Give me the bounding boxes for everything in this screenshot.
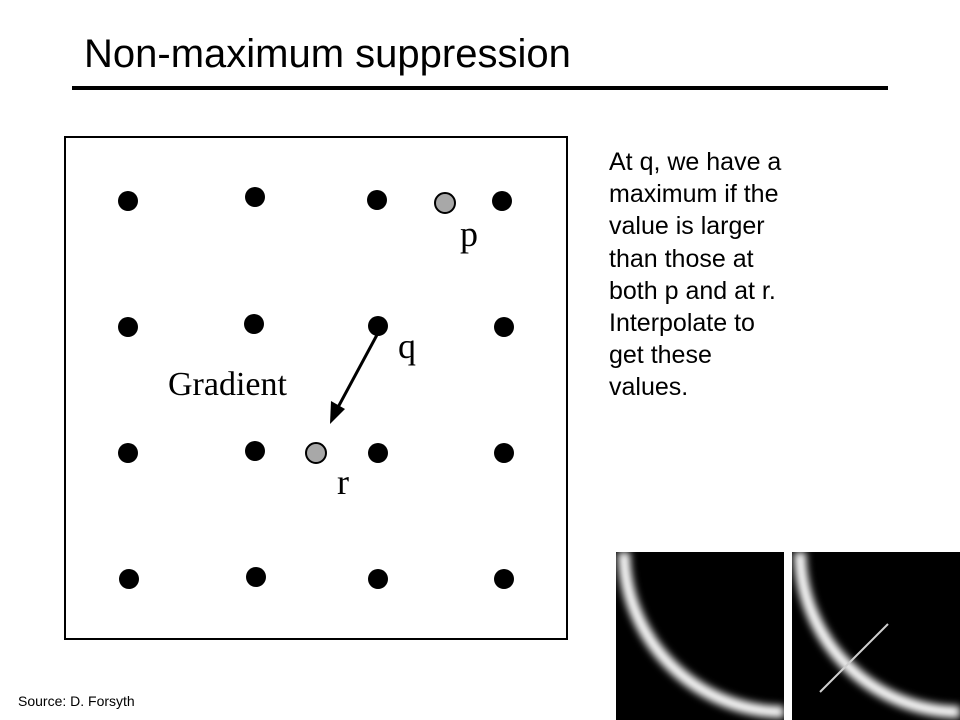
pixel-dot	[368, 443, 388, 463]
pixel-dot	[368, 569, 388, 589]
pixel-dot	[245, 187, 265, 207]
gradient-arrow-head	[330, 401, 345, 424]
explanation-text: At q, we have a maximum if the value is …	[609, 148, 782, 402]
pixel-dot	[119, 569, 139, 589]
pixel-dot	[118, 443, 138, 463]
pixel-dot	[494, 443, 514, 463]
pixel-dot	[494, 317, 514, 337]
interpolated-point-r	[305, 442, 327, 464]
pixel-dot	[492, 191, 512, 211]
label-q: q	[398, 326, 416, 366]
pixel-dot	[494, 569, 514, 589]
slide-title: Non-maximum suppression	[84, 32, 571, 76]
pixel-dot	[118, 317, 138, 337]
pixel-dot	[244, 314, 264, 334]
label-r: r	[337, 462, 349, 502]
pixel-dot	[246, 567, 266, 587]
label-p: p	[460, 214, 478, 254]
pixel-dot	[245, 441, 265, 461]
source-credit: Source: D. Forsyth	[18, 693, 135, 709]
label-gradient: Gradient	[168, 366, 288, 403]
gradient-arrow-shaft	[334, 332, 380, 412]
edge-magnitude-image-with-gradient-line	[792, 552, 960, 720]
pixel-dot-q	[368, 316, 388, 336]
pixel-dot	[367, 190, 387, 210]
edge-magnitude-image	[616, 552, 784, 720]
pixel-grid-diagram: p q Gradient r	[64, 136, 568, 640]
interpolated-point-p	[434, 192, 456, 214]
pixel-dot	[118, 191, 138, 211]
title-underline	[72, 86, 888, 90]
diagram-frame	[64, 136, 568, 640]
gradient-line	[819, 623, 889, 693]
